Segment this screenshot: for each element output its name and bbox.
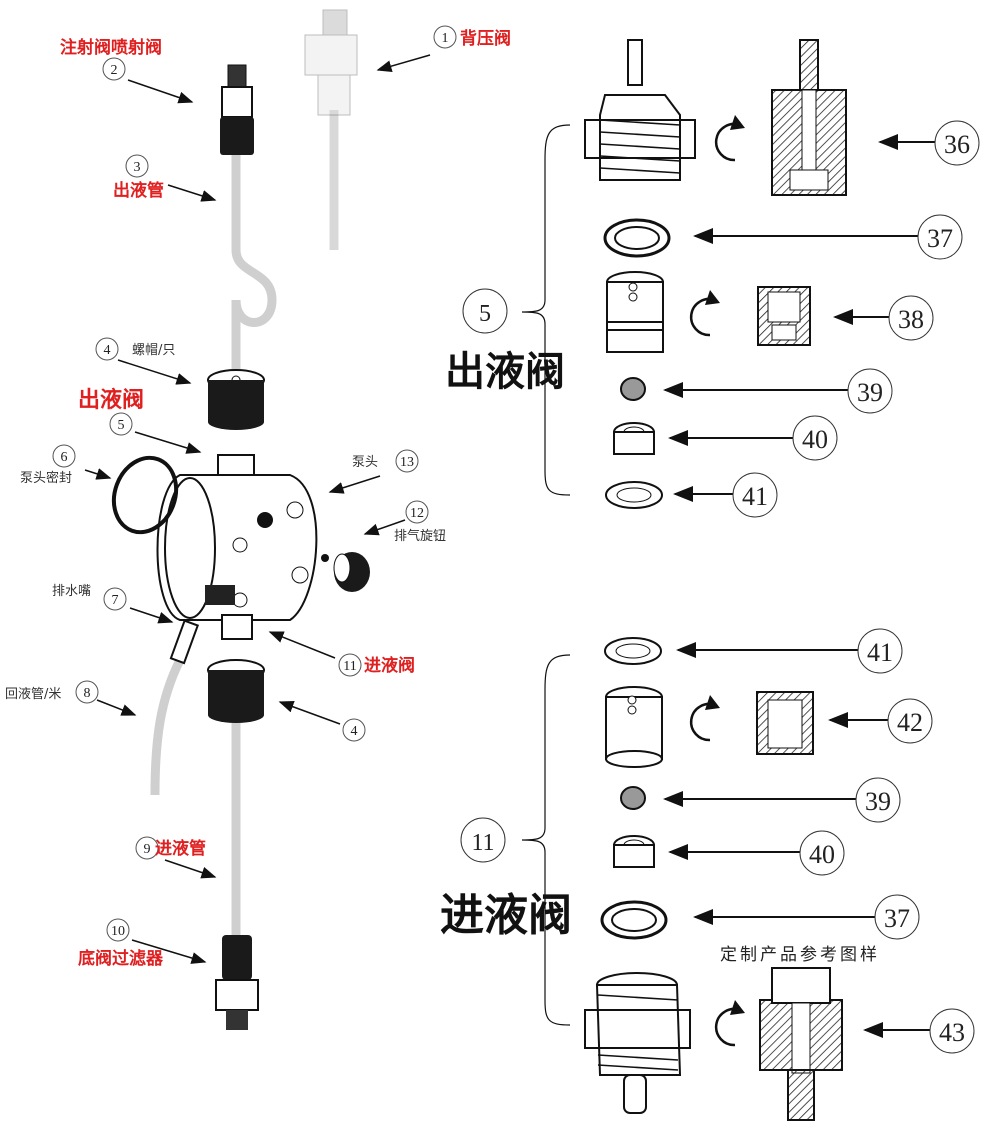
callout-4b: 4 bbox=[278, 701, 366, 742]
outlet-tube bbox=[231, 150, 277, 370]
svg-text:进液管: 进液管 bbox=[155, 838, 206, 859]
svg-text:37: 37 bbox=[884, 904, 910, 933]
callout-12: 12 排气旋钮 bbox=[363, 500, 446, 544]
svg-text:4: 4 bbox=[351, 724, 358, 739]
top-group: 5 出液阀 bbox=[445, 124, 571, 496]
callout-2: 注射阀喷射阀 2 bbox=[60, 37, 194, 104]
callout-1: 1 背压阀 bbox=[376, 25, 511, 73]
callout-8: 回液管/米 8 bbox=[5, 680, 137, 716]
valve-seat-38 bbox=[606, 271, 811, 353]
callout-9: 9 进液管 bbox=[135, 836, 217, 879]
nut-top bbox=[207, 369, 265, 430]
callout-13: 泵头 13 bbox=[328, 449, 419, 494]
sample-note: 定制产品参考图样 bbox=[720, 945, 880, 965]
foot-valve-filter bbox=[215, 935, 259, 1030]
svg-text:螺帽/只: 螺帽/只 bbox=[132, 342, 175, 358]
svg-text:11: 11 bbox=[471, 830, 494, 856]
inlet-connector bbox=[584, 967, 843, 1121]
svg-text:背压阀: 背压阀 bbox=[460, 28, 511, 49]
ball-39 bbox=[620, 377, 646, 401]
callout-4a: 4 螺帽/只 bbox=[95, 337, 192, 385]
svg-text:40: 40 bbox=[802, 425, 828, 454]
pump-head bbox=[156, 454, 318, 640]
svg-text:40: 40 bbox=[809, 840, 835, 869]
bottom-group: 11 进液阀 bbox=[440, 654, 572, 1026]
svg-text:5: 5 bbox=[118, 418, 125, 433]
svg-text:1: 1 bbox=[442, 31, 449, 46]
callout-11: 11 进液阀 bbox=[268, 631, 415, 677]
connector-section bbox=[771, 39, 847, 196]
svg-text:底阀过滤器: 底阀过滤器 bbox=[78, 948, 164, 969]
vent-knob bbox=[321, 552, 370, 592]
svg-text:2: 2 bbox=[111, 63, 118, 78]
svg-text:13: 13 bbox=[400, 455, 414, 470]
svg-text:41: 41 bbox=[867, 638, 893, 667]
svg-text:12: 12 bbox=[410, 506, 424, 521]
backpressure-valve bbox=[304, 9, 358, 116]
svg-text:6: 6 bbox=[61, 450, 68, 465]
callout-10: 10 底阀过滤器 bbox=[78, 918, 207, 969]
svg-text:9: 9 bbox=[144, 842, 151, 857]
ball-39b bbox=[620, 786, 646, 810]
svg-text:排气旋钮: 排气旋钮 bbox=[394, 528, 446, 544]
svg-text:37: 37 bbox=[927, 224, 953, 253]
valve-seat-42 bbox=[605, 686, 814, 768]
callout-5: 5 bbox=[109, 412, 202, 454]
svg-text:7: 7 bbox=[112, 593, 119, 608]
svg-text:11: 11 bbox=[343, 659, 356, 674]
outlet-connector bbox=[584, 39, 696, 181]
return-tube bbox=[150, 657, 185, 796]
outlet-valve-red-label: 出液阀 bbox=[78, 387, 144, 413]
svg-text:4: 4 bbox=[104, 343, 111, 358]
top-part-callouts: 36 37 38 39 40 41 bbox=[663, 120, 980, 518]
svg-text:进液阀: 进液阀 bbox=[364, 655, 415, 676]
svg-text:出液管: 出液管 bbox=[113, 180, 164, 201]
rotate-icon bbox=[714, 115, 745, 162]
seat-40 bbox=[613, 422, 655, 455]
drain-nozzle bbox=[169, 619, 200, 665]
svg-text:39: 39 bbox=[865, 787, 891, 816]
svg-text:39: 39 bbox=[857, 378, 883, 407]
svg-text:42: 42 bbox=[897, 708, 923, 737]
svg-text:泵头密封: 泵头密封 bbox=[20, 470, 72, 486]
svg-text:注射阀喷射阀: 注射阀喷射阀 bbox=[60, 37, 162, 58]
svg-text:38: 38 bbox=[898, 305, 924, 334]
svg-text:排水嘴: 排水嘴 bbox=[52, 584, 91, 599]
pump-head-seal bbox=[111, 455, 179, 535]
callout-3: 3 出液管 bbox=[113, 154, 217, 202]
svg-text:8: 8 bbox=[84, 686, 91, 701]
callout-7: 排水嘴 7 bbox=[52, 584, 174, 624]
top-group-label: 出液阀 bbox=[445, 349, 565, 395]
seat-40b bbox=[613, 835, 655, 868]
svg-text:36: 36 bbox=[944, 130, 970, 159]
bottom-group-label: 进液阀 bbox=[440, 890, 572, 941]
svg-text:41: 41 bbox=[742, 482, 768, 511]
svg-text:5: 5 bbox=[479, 301, 491, 327]
svg-text:泵头: 泵头 bbox=[352, 455, 378, 470]
svg-text:10: 10 bbox=[111, 924, 125, 939]
svg-text:3: 3 bbox=[134, 160, 141, 175]
bottom-part-callouts: 41 42 39 40 37 43 bbox=[663, 628, 975, 1054]
svg-text:43: 43 bbox=[939, 1018, 965, 1047]
nut-bottom bbox=[207, 659, 265, 723]
svg-text:回液管/米: 回液管/米 bbox=[5, 687, 61, 702]
injection-valve bbox=[220, 64, 254, 155]
callout-6: 6 泵头密封 bbox=[20, 444, 112, 486]
